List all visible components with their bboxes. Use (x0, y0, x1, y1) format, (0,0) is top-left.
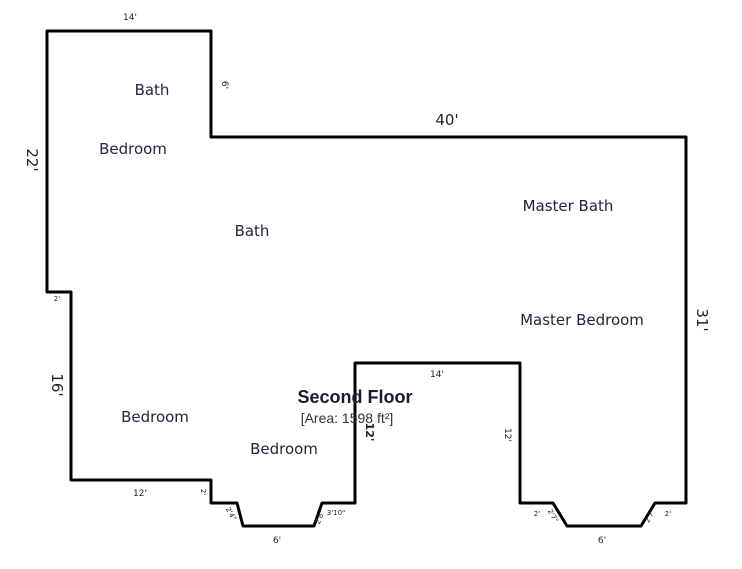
room-label-bedroom: Bedroom (121, 408, 189, 426)
dimension-label: 2' (199, 489, 207, 495)
dimension-label: 14' (430, 370, 444, 380)
dimension-label: 16' (48, 373, 66, 396)
dimension-label: 14' (123, 13, 137, 23)
room-label-master-bath: Master Bath (523, 197, 614, 215)
dimension-label: 2'4" (224, 506, 238, 522)
dimension-label: 2' (534, 510, 540, 518)
dimension-label: 2'8" (314, 509, 326, 525)
dimension-label: 2' (665, 510, 671, 518)
dimension-label: 2'7" (643, 508, 657, 524)
dimension-label: 6' (219, 81, 229, 89)
room-label-master-bedroom: Master Bedroom (520, 311, 644, 329)
dimension-label: 31' (693, 308, 711, 331)
floor-area: [Area: 1598 ft²] (301, 410, 394, 426)
room-label-bedroom: Bedroom (99, 140, 167, 158)
floor-outline (45, 29, 688, 528)
dimension-label: 3'10" (327, 509, 346, 517)
dimension-label: 6' (273, 536, 281, 546)
room-label-bedroom: Bedroom (250, 440, 318, 458)
room-label-bath: Bath (135, 81, 170, 99)
dimension-label: 6' (598, 536, 606, 546)
dimension-label: 22' (23, 148, 41, 171)
dimension-label: 12' (133, 489, 147, 499)
floor-title: Second Floor (297, 387, 412, 407)
dimension-label: 12' (363, 423, 376, 442)
dimension-label: 12' (502, 428, 512, 442)
dimension-label: 40' (435, 111, 458, 129)
dimension-label: 2' (54, 295, 60, 303)
room-label-bath: Bath (235, 222, 270, 240)
